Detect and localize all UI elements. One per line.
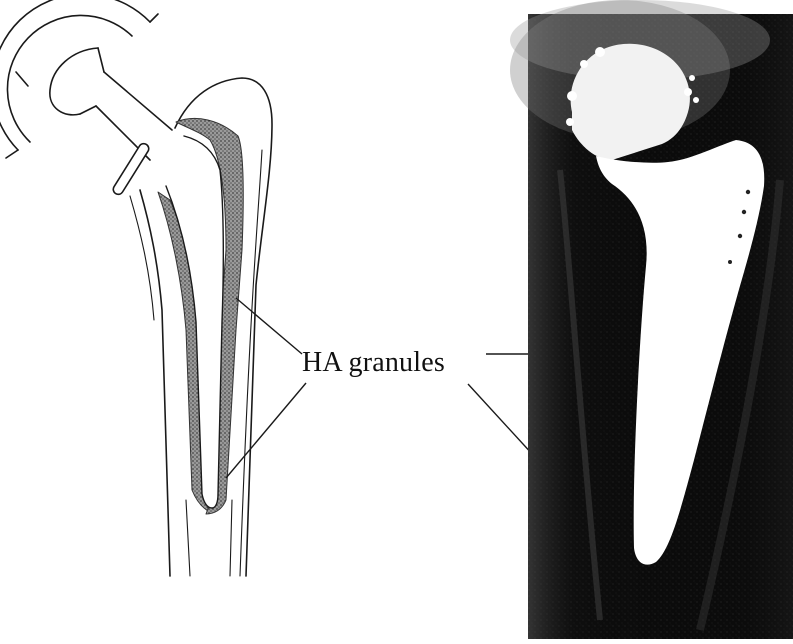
radiograph [510,0,793,639]
prosthesis-drawing [0,0,272,576]
callout-line-lower-right [468,384,534,456]
callout-label-ha-granules: HA granules [302,347,445,379]
callout-lines [226,298,534,478]
callout-line-lower-left [226,383,306,478]
callout-line-upper-left [236,298,302,354]
acetabular-cup [0,0,158,158]
femoral-head [50,48,172,196]
